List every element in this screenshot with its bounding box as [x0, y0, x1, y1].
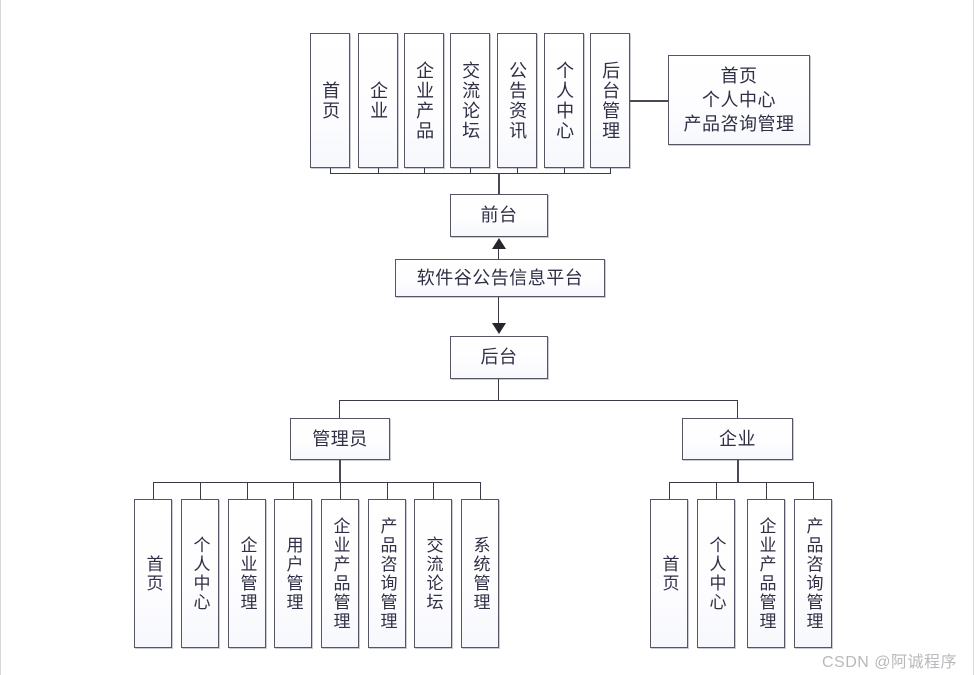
enterprise-item-1[interactable]: 个人中心 [697, 499, 735, 648]
connector-platform-to-backend [498, 297, 499, 323]
backstage-note-line-1: 个人中心 [702, 89, 776, 110]
enterprise-item-label: 首页 [659, 554, 679, 593]
admin-item-label: 用户管理 [283, 535, 303, 612]
admin-item-0[interactable]: 首页 [134, 499, 172, 648]
frontend-menu-label: 后台管理 [600, 60, 621, 141]
arrow-down-icon [492, 323, 506, 334]
frontend-menu-label: 企业 [368, 80, 389, 121]
platform-node[interactable]: 软件谷公告信息平台 [395, 259, 605, 297]
stub-enterprise-3 [813, 482, 814, 499]
role-node-admin[interactable]: 管理员 [290, 418, 390, 460]
backstage-note-line-0: 首页 [720, 65, 758, 86]
admin-item-7[interactable]: 系统管理 [461, 499, 499, 648]
admin-item-3[interactable]: 用户管理 [274, 499, 312, 648]
frontend-menu-label: 首页 [320, 80, 341, 121]
stub-frontend-0 [330, 168, 331, 174]
admin-item-6[interactable]: 交流论坛 [414, 499, 452, 648]
frontend-bus [330, 173, 611, 174]
enterprise-item-3[interactable]: 产品咨询管理 [794, 499, 832, 648]
admin-item-label: 首页 [143, 554, 163, 593]
stub-frontend-4 [517, 168, 518, 174]
stub-frontend-1 [378, 168, 379, 174]
stub-enterprise-2 [766, 482, 767, 499]
connector-enterprise-to-bus [737, 460, 739, 482]
role-node-label: 企业 [719, 428, 756, 449]
frontend-menu-item-6[interactable]: 后台管理 [590, 33, 630, 168]
connector-bus-to-frontend [498, 173, 500, 194]
stub-admin-3 [293, 482, 294, 499]
admin-item-label: 企业产品管理 [330, 516, 350, 631]
connector-platform-to-frontend [498, 248, 499, 260]
stub-enterprise-0 [669, 482, 670, 499]
frontend-menu-label: 交流论坛 [460, 60, 481, 141]
role-node-label: 管理员 [312, 428, 368, 449]
connector-backstage-note [630, 100, 668, 102]
frontend-menu-label: 公告资讯 [507, 60, 528, 141]
stub-admin-2 [247, 482, 248, 499]
admin-item-label: 企业管理 [237, 535, 257, 612]
admin-item-label: 产品咨询管理 [377, 516, 397, 631]
stub-admin-4 [340, 482, 341, 499]
role-bus [339, 400, 738, 401]
admin-item-5[interactable]: 产品咨询管理 [368, 499, 406, 648]
stub-frontend-2 [424, 168, 425, 174]
stub-frontend-5 [564, 168, 565, 174]
stub-enterprise-1 [716, 482, 717, 499]
frontend-menu-item-0[interactable]: 首页 [310, 33, 350, 168]
frontend-menu-item-5[interactable]: 个人中心 [544, 33, 584, 168]
admin-item-label: 系统管理 [470, 535, 490, 612]
frontend-menu-label: 个人中心 [554, 60, 575, 141]
arrow-up-icon [492, 238, 506, 249]
connector-admin-to-bus [339, 460, 341, 482]
stub-frontend-3 [470, 168, 471, 174]
frontend-node[interactable]: 前台 [450, 194, 548, 237]
stub-admin-5 [387, 482, 388, 499]
watermark-text: CSDN @阿诚程序 [822, 654, 958, 671]
admin-item-2[interactable]: 企业管理 [228, 499, 266, 648]
frontend-menu-label: 企业产品 [414, 60, 435, 141]
platform-node-label: 软件谷公告信息平台 [416, 267, 584, 288]
enterprise-item-label: 企业产品管理 [756, 516, 776, 631]
enterprise-item-label: 个人中心 [706, 535, 726, 612]
frontend-menu-item-1[interactable]: 企业 [358, 33, 398, 168]
frontend-node-label: 前台 [480, 205, 518, 226]
backstage-note-box[interactable]: 首页 个人中心 产品咨询管理 [668, 55, 810, 145]
stub-admin-6 [433, 482, 434, 499]
enterprise-item-2[interactable]: 企业产品管理 [747, 499, 785, 648]
admin-item-label: 个人中心 [190, 535, 210, 612]
connector-backend-to-rolebus [498, 379, 499, 400]
backend-node-label: 后台 [480, 347, 518, 368]
enterprise-item-bus [669, 482, 814, 483]
backstage-note-line-2: 产品咨询管理 [683, 114, 795, 135]
frontend-menu-item-2[interactable]: 企业产品 [404, 33, 444, 168]
stub-role-enterprise [737, 400, 738, 418]
enterprise-item-label: 产品咨询管理 [803, 516, 823, 631]
stub-role-admin [339, 400, 340, 418]
admin-item-bus [153, 482, 480, 483]
role-node-enterprise[interactable]: 企业 [682, 418, 793, 460]
stub-admin-0 [153, 482, 154, 499]
stub-admin-1 [200, 482, 201, 499]
backend-node[interactable]: 后台 [450, 336, 548, 379]
admin-item-1[interactable]: 个人中心 [181, 499, 219, 648]
frontend-menu-item-3[interactable]: 交流论坛 [450, 33, 490, 168]
stub-frontend-6 [610, 168, 611, 174]
frontend-menu-item-4[interactable]: 公告资讯 [497, 33, 537, 168]
enterprise-item-0[interactable]: 首页 [650, 499, 688, 648]
stub-admin-7 [480, 482, 481, 499]
admin-item-label: 交流论坛 [423, 535, 443, 612]
admin-item-4[interactable]: 企业产品管理 [321, 499, 359, 648]
